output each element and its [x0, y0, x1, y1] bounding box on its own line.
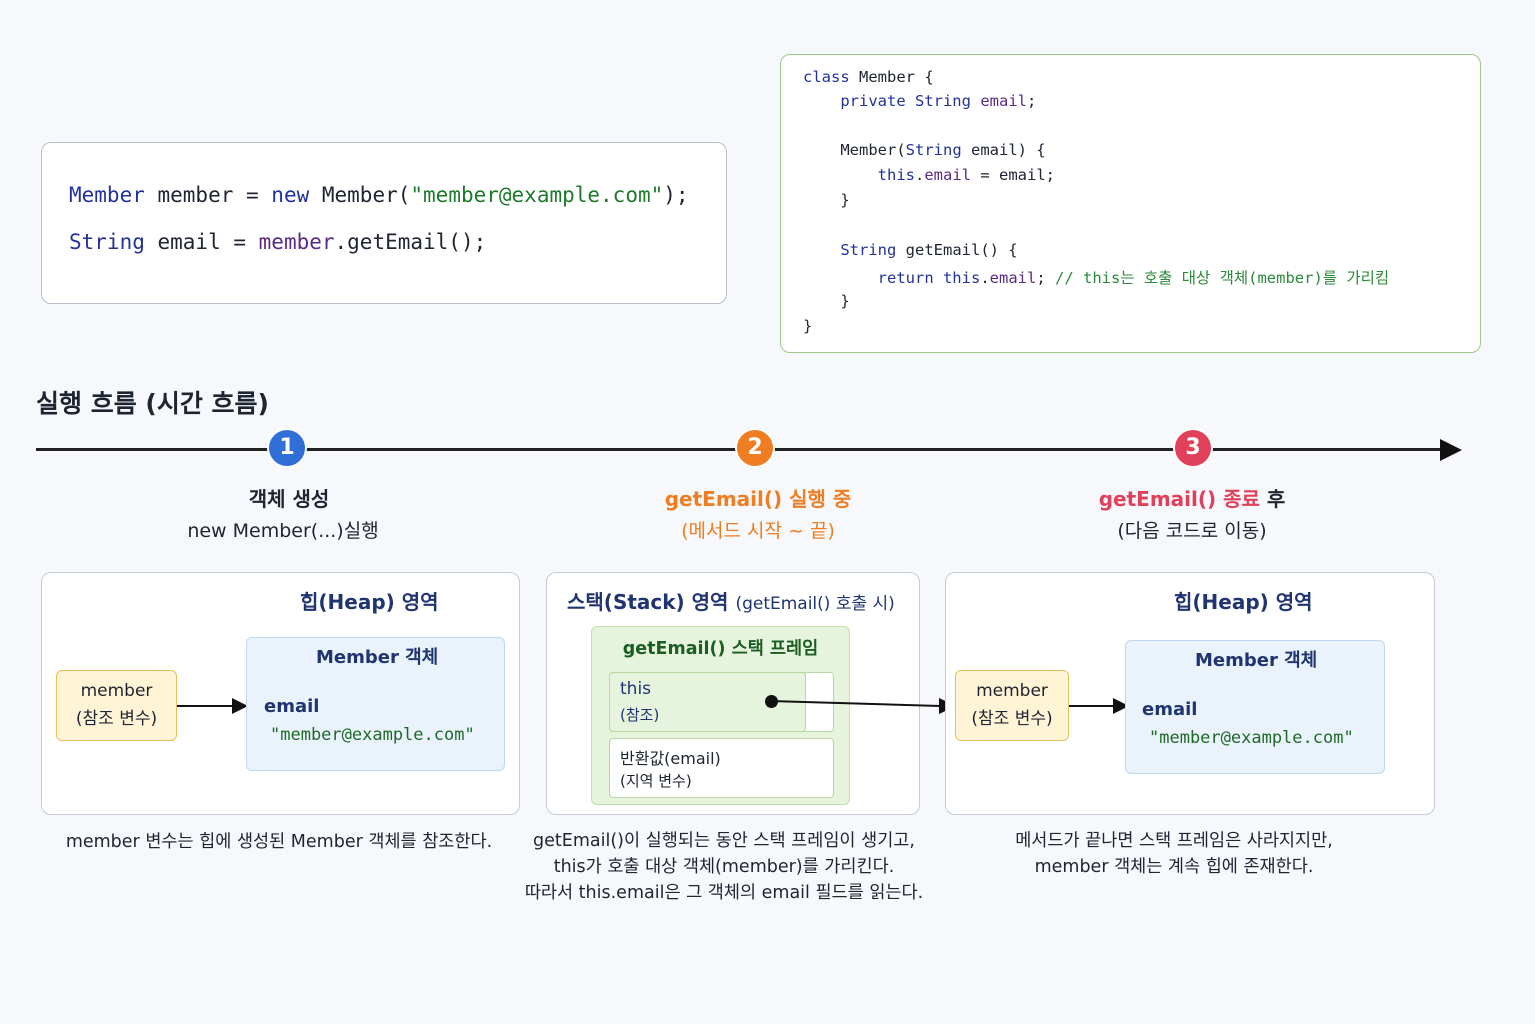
code-token: class — [803, 68, 850, 86]
step-2-badge: 2 — [735, 428, 775, 468]
return-value-slot: 반환값(email) (지역 변수) — [609, 738, 834, 798]
heap-panel-2: 힙(Heap) 영역 member (참조 변수) Member 객체 emai… — [945, 572, 1435, 815]
member-object-box: Member 객체 email "member@example.com" — [246, 637, 505, 771]
code-token: Member( — [309, 183, 411, 207]
member-ref-desc: (참조 변수) — [75, 709, 158, 729]
return-value-label: 반환값(email) — [620, 749, 721, 768]
member-object-title: Member 객체 — [316, 647, 439, 668]
ref-arrow-line-2 — [1069, 705, 1116, 707]
class-code-line: Member(String email) { — [803, 141, 1046, 159]
code-token: email — [924, 166, 971, 184]
this-label: this — [620, 679, 652, 699]
stack-frame-title: getEmail() 스택 프레임 — [622, 639, 819, 659]
code-token: Member { — [849, 68, 934, 86]
code-token: } — [803, 317, 813, 335]
code-token: // this는 호출 대상 객체(member)를 가리킴 — [1055, 269, 1390, 287]
code-token: email = — [144, 230, 259, 254]
heap-caption-line: member 객체는 계속 힙에 존재한다. — [1034, 857, 1314, 877]
heap-panel-1: 힙(Heap) 영역 member (참조 변수) Member 객체 emai… — [41, 572, 520, 815]
code-token: member — [258, 230, 335, 254]
class-code-line: this.email = email; — [803, 166, 1055, 184]
code-token: return this — [803, 269, 981, 287]
step-2-subtitle: (메서드 시작 ~ 끝) — [681, 520, 835, 542]
code-token: Member( — [803, 141, 906, 159]
code-token: new — [271, 183, 310, 207]
class-code-line: return this.email; // this는 호출 대상 객체(mem… — [803, 266, 1390, 288]
step-3-title: getEmail() 종료 후 — [1099, 483, 1286, 512]
timeline-arrowhead-icon — [1440, 439, 1462, 461]
class-code-line: } — [803, 317, 812, 335]
heap-panel-2-caption: 메서드가 끝나면 스택 프레임은 사라지지만, member 객체는 계속 힙에… — [1015, 828, 1333, 880]
email-field-value-2: "member@example.com" — [1149, 728, 1354, 748]
code-token: "member@example.com" — [410, 183, 664, 207]
usage-code-line-1: Member member = new Member("member@examp… — [69, 183, 689, 207]
arrow-right-icon — [232, 698, 248, 714]
member-ref-box: member (참조 변수) — [56, 670, 177, 741]
code-token: = email; — [971, 166, 1055, 184]
stack-panel-title-main: 스택(Stack) 영역 — [567, 590, 729, 614]
return-value-desc: (지역 변수) — [620, 772, 692, 790]
class-code-line: private String email; — [803, 92, 1036, 110]
code-token: email — [989, 269, 1037, 287]
stack-caption-line: 따라서 this.email은 그 객체의 email 필드를 읽는다. — [524, 883, 924, 903]
code-token: ; — [1036, 269, 1055, 287]
stack-panel-caption: getEmail()이 실행되는 동안 스택 프레임이 생기고, this가 호… — [525, 828, 923, 906]
member-ref-name: member — [80, 681, 153, 701]
code-token: email) { — [961, 141, 1046, 159]
step-1-subtitle: new Member(...)실행 — [187, 520, 379, 542]
heap-caption-line: 메서드가 끝나면 스택 프레임은 사라지지만, — [1015, 831, 1333, 851]
step-3-title-suffix: 후 — [1259, 487, 1286, 511]
ref-arrow-line — [177, 705, 235, 707]
code-token: Member — [69, 183, 145, 207]
stack-caption-line: this가 호출 대상 객체(member)를 가리킨다. — [553, 857, 895, 877]
stack-panel-title-note: (getEmail() 호출 시) — [735, 594, 895, 614]
timeline-title: 실행 흐름 (시간 흐름) — [36, 389, 269, 418]
code-token: private String — [803, 92, 971, 110]
email-field-label-2: email — [1142, 699, 1198, 720]
code-token: . — [980, 269, 990, 287]
member-ref-name-2: member — [976, 681, 1048, 701]
code-token: String — [803, 241, 897, 259]
step-2-title: getEmail() 실행 중 — [664, 487, 852, 511]
usage-code-box: Member member = new Member("member@examp… — [41, 142, 727, 304]
step-3-badge: 3 — [1173, 428, 1213, 468]
code-token: member = — [144, 183, 272, 207]
stack-panel-title: 스택(Stack) 영역 (getEmail() 호출 시) — [567, 586, 895, 615]
step-1-badge: 1 — [267, 428, 307, 468]
class-code-box: class Member { private String email; Mem… — [780, 54, 1481, 353]
member-object-title-2: Member 객체 — [1195, 650, 1318, 671]
stack-caption-line: getEmail()이 실행되는 동안 스택 프레임이 생기고, — [533, 831, 915, 851]
code-token: ; — [1027, 92, 1037, 110]
code-token: ); — [663, 183, 689, 207]
code-token: String — [69, 230, 145, 254]
member-ref-desc-2: (참조 변수) — [971, 709, 1053, 729]
code-token: } — [803, 191, 850, 209]
code-token: } — [803, 292, 850, 310]
code-token: email — [980, 92, 1027, 110]
heap-panel-2-title: 힙(Heap) 영역 — [1174, 590, 1313, 614]
step-1-title: 객체 생성 — [248, 487, 330, 511]
step-3-title-main: getEmail() 종료 — [1098, 487, 1260, 511]
class-code-line: } — [803, 191, 850, 209]
class-code-line: class Member { — [803, 68, 934, 86]
email-field-label: email — [264, 696, 320, 717]
code-token: this — [803, 166, 915, 184]
heap-panel-1-title: 힙(Heap) 영역 — [300, 590, 439, 614]
step-3-subtitle: (다음 코드로 이동) — [1117, 520, 1267, 542]
class-code-line: String getEmail() { — [803, 241, 1018, 259]
code-token: getEmail() { — [896, 241, 1018, 259]
email-field-value: "member@example.com" — [270, 725, 475, 745]
this-desc: (참조) — [620, 706, 660, 724]
code-token: . — [914, 166, 925, 184]
class-code-line: } — [803, 292, 850, 310]
usage-code-line-2: String email = member.getEmail(); — [69, 230, 486, 254]
code-token: .getEmail(); — [334, 230, 487, 254]
code-token: String — [905, 141, 962, 159]
member-object-box-2: Member 객체 email "member@example.com" — [1125, 640, 1385, 774]
member-ref-box-2: member (참조 변수) — [955, 670, 1069, 741]
heap-panel-1-caption: member 변수는 힙에 생성된 Member 객체를 참조한다. — [65, 832, 493, 852]
this-pointer-line — [769, 700, 941, 707]
